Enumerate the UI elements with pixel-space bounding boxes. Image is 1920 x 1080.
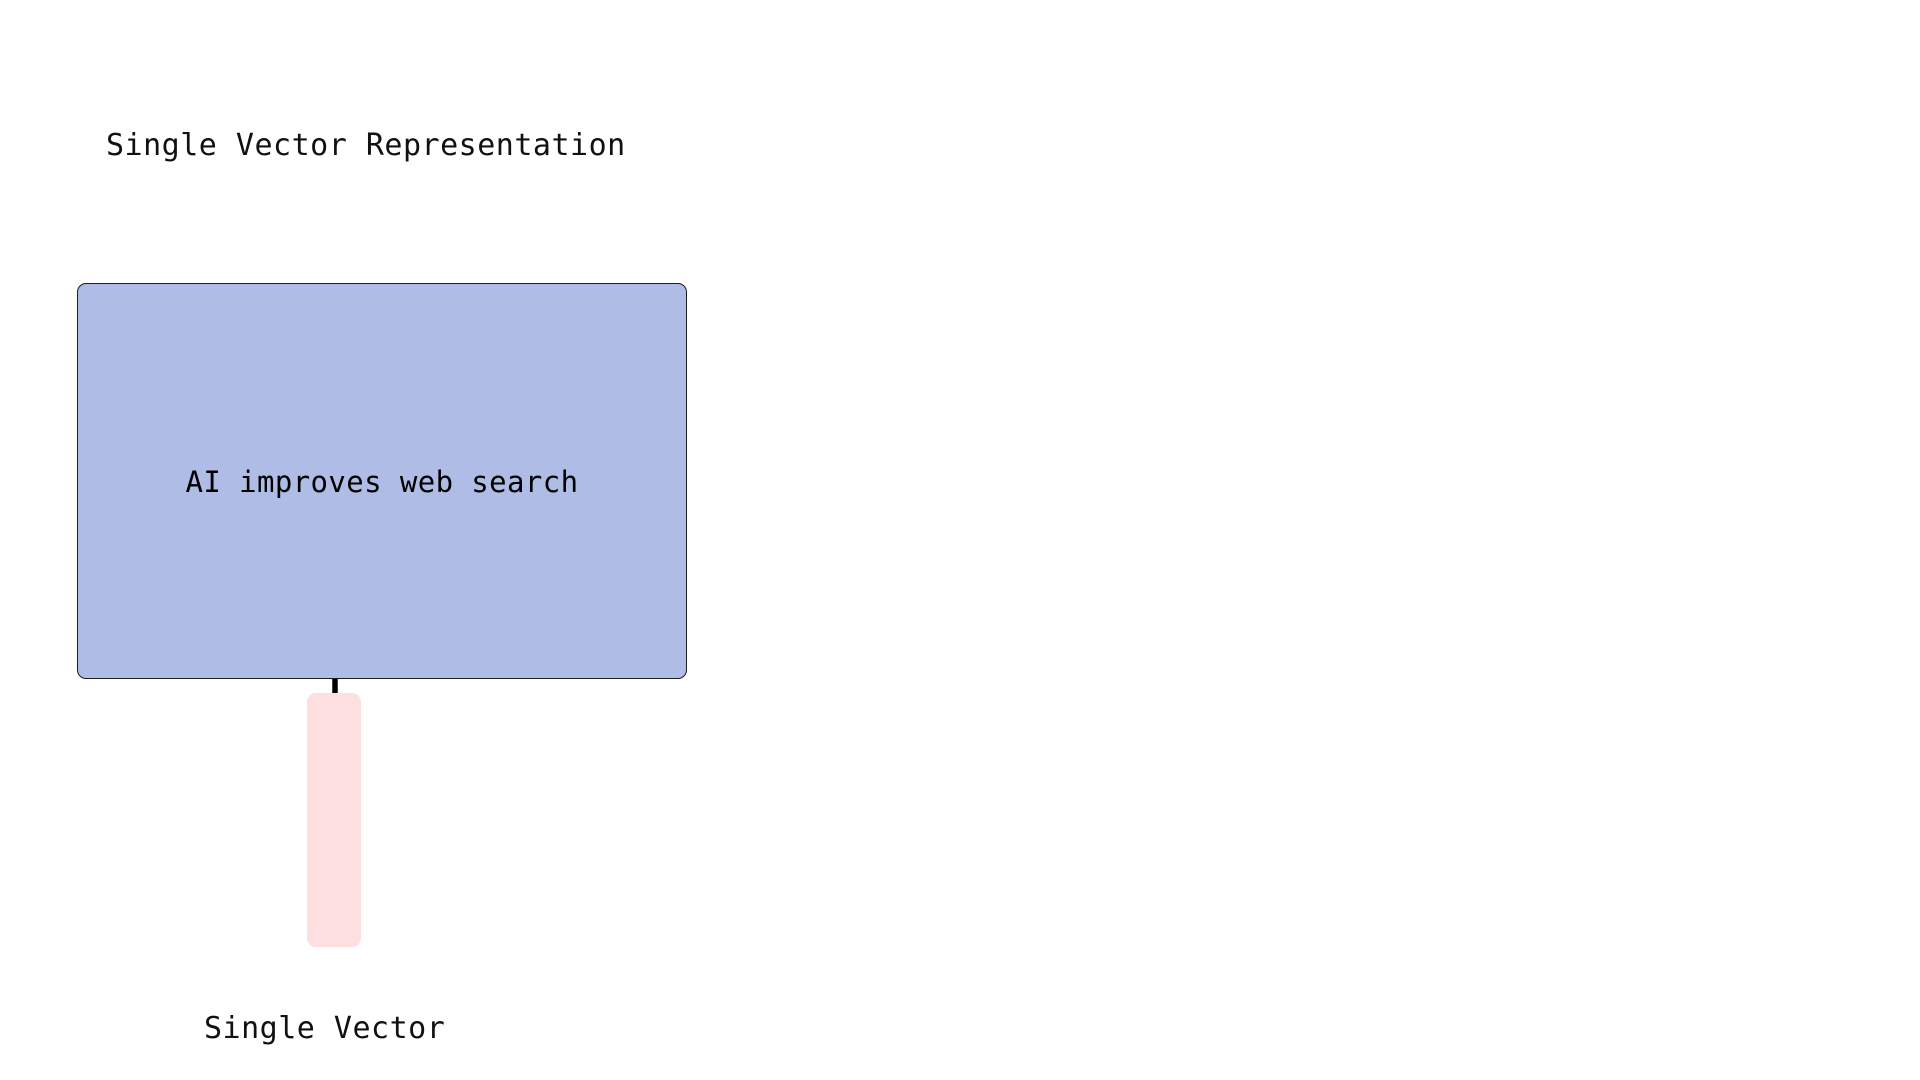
- vector-bar-single-1: [307, 693, 361, 947]
- panel-title-single-vector: Single Vector Representation: [106, 128, 626, 163]
- document-box-single-vector: AI improves web search: [77, 283, 687, 679]
- caption-single-vector: Single Vector: [204, 1011, 446, 1046]
- panel-multivector: Multivector Representation AI improves w…: [960, 0, 1920, 1080]
- panel-single-vector: Single Vector Representation AI improves…: [77, 128, 687, 1046]
- document-text-single-vector: AI improves web search: [185, 465, 579, 499]
